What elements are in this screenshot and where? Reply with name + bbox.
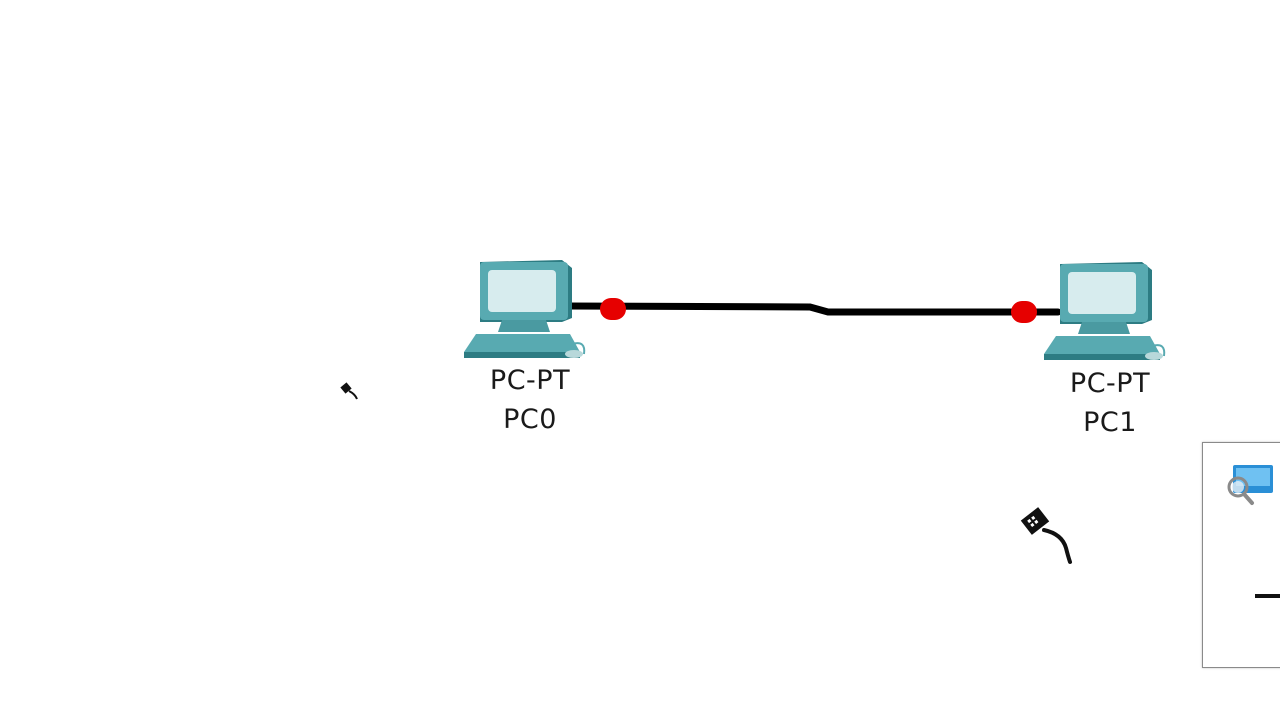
pc1-name-label[interactable]: PC1 bbox=[1083, 407, 1137, 438]
inspect-monitor-icon[interactable] bbox=[1225, 463, 1275, 511]
delete-tool-icon[interactable] bbox=[1255, 594, 1280, 598]
pc0-device-icon[interactable] bbox=[462, 256, 592, 362]
pc1-model-label: PC-PT bbox=[1069, 368, 1151, 399]
pc1-device-icon[interactable] bbox=[1042, 258, 1172, 364]
connection-cable-cursor-icon bbox=[340, 380, 362, 408]
common-tools-panel bbox=[1202, 442, 1280, 668]
pc0-port-status-light bbox=[600, 298, 626, 320]
pc0-name-label[interactable]: PC0 bbox=[503, 404, 557, 435]
pc1-port-status-light bbox=[1011, 301, 1037, 323]
copper-cable-link[interactable] bbox=[562, 302, 1062, 316]
pc0-model-label: PC-PT bbox=[489, 365, 571, 396]
connection-cable-cursor-icon bbox=[1018, 506, 1078, 570]
